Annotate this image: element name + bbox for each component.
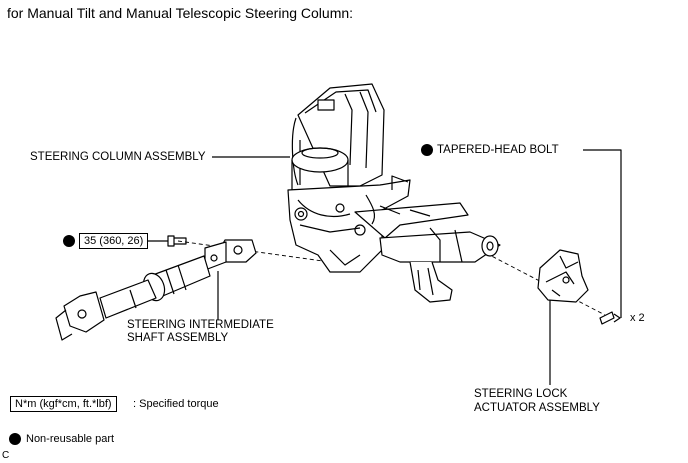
legend-nonreusable-bullet xyxy=(9,433,21,445)
label-lock-line1: STEERING LOCK xyxy=(474,388,568,400)
label-tapered-bolt: TAPERED-HEAD BOLT xyxy=(437,144,559,156)
label-shaft-line1: STEERING INTERMEDIATE xyxy=(127,319,274,331)
column-assembly-drawing xyxy=(287,83,501,303)
tapered-bolt-drawing xyxy=(599,311,621,325)
torque-value-box: 35 (360, 26) xyxy=(79,233,149,249)
torque-bullet xyxy=(63,235,75,247)
label-shaft-line2: SHAFT ASSEMBLY xyxy=(127,332,229,344)
intermediate-shaft-drawing xyxy=(55,239,257,341)
legend-nonreusable-label: Non-reusable part xyxy=(26,433,115,445)
label-column-assembly: STEERING COLUMN ASSEMBLY xyxy=(30,151,206,163)
bolt-axis-dash xyxy=(177,240,331,263)
page-title: for Manual Tilt and Manual Telescopic St… xyxy=(7,5,354,21)
footer-mark: C xyxy=(2,450,10,461)
quantity-label: x 2 xyxy=(630,312,645,324)
torque-bolt-drawing xyxy=(167,235,187,247)
label-lock-line2: ACTUATOR ASSEMBLY xyxy=(474,402,600,414)
legend-torque-desc: : Specified torque xyxy=(133,398,219,410)
leader-tapered-bolt xyxy=(583,149,622,318)
legend-torque-unit-box: N*m (kgf*cm, ft.*lbf) xyxy=(10,396,117,412)
lock-actuator-drawing xyxy=(537,249,589,303)
tapered-bolt-bullet xyxy=(421,144,433,156)
